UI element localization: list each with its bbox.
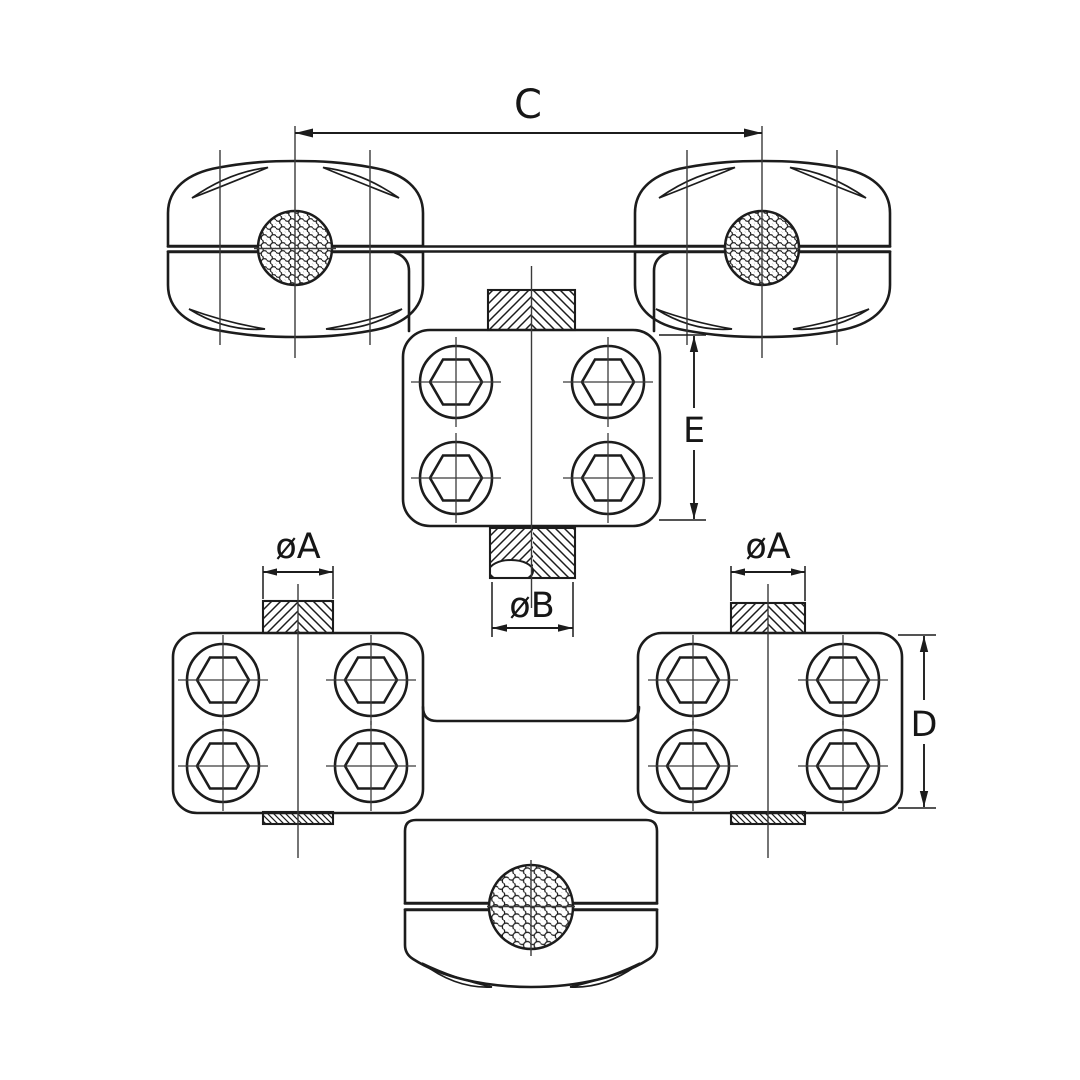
dimension-e: E: [659, 334, 709, 521]
dimension-b: øB: [491, 582, 574, 637]
conductor-section-right: [729, 601, 807, 635]
tap-neck-edges: [393, 251, 670, 333]
dimension-d: D: [898, 634, 940, 809]
lower-view: øA øA D: [171, 527, 940, 989]
rod-end-ellipse: [490, 559, 534, 578]
lower-centerlines: [297, 584, 769, 956]
dimension-label-a-right: øA: [745, 527, 790, 567]
upper-centerlines: [219, 126, 838, 608]
seam-crescent: [421, 962, 493, 988]
dimension-a-left: øA: [262, 527, 334, 599]
conductor-section-left: [261, 599, 335, 635]
seam-crescent: [191, 166, 269, 199]
seam-crescent: [325, 308, 403, 331]
seam-crescent: [569, 962, 641, 988]
seam-crescent: [188, 308, 266, 331]
dimension-c: C: [295, 82, 762, 138]
dimension-label-b: øB: [509, 586, 554, 626]
dimension-label-c: C: [514, 82, 542, 128]
dimension-label-a-left: øA: [275, 527, 320, 567]
tap-conductor-bottom-section: [488, 526, 577, 580]
dimension-label-e: E: [683, 411, 705, 451]
dimension-label-d: D: [911, 705, 938, 745]
upper-view: C E øB: [166, 82, 892, 637]
seam-crescent: [322, 166, 400, 199]
connecting-web-edge: [421, 705, 641, 723]
dimension-a-right: øA: [730, 527, 806, 601]
